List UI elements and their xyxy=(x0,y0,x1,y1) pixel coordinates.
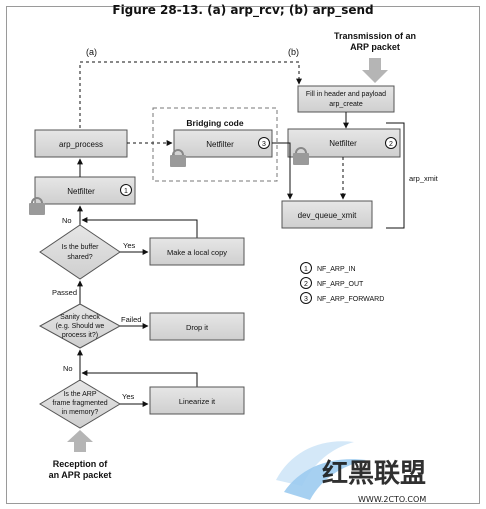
netfilter-tx-badge xyxy=(385,137,397,149)
sanity-line2: (e.g. Should we xyxy=(56,323,105,330)
fragmented-line3: in memory? xyxy=(62,409,99,416)
netfilter-bridge-label: Netfilter xyxy=(206,140,234,149)
linearize-it-label: Linearize it xyxy=(179,397,216,406)
reception-label-line1: Reception of xyxy=(53,459,109,469)
sanity-line1: Sanity check xyxy=(60,314,100,321)
arp-xmit-bracket xyxy=(386,122,405,229)
lock-icon xyxy=(29,197,45,215)
dev-queue-xmit-box xyxy=(281,200,373,229)
arp-process-label: arp_process xyxy=(59,140,103,149)
linearize-it-box xyxy=(149,386,245,415)
no-bottom-label: No xyxy=(63,364,73,373)
lock-icon xyxy=(293,147,309,165)
fragmented-line1: Is the ARP xyxy=(63,391,96,398)
lock-icon xyxy=(170,149,186,167)
path-a-label: (a) xyxy=(86,47,97,57)
netfilter-tx-label: Netfilter xyxy=(329,139,357,148)
path-a-to-b-connector xyxy=(79,61,302,128)
buffer-shared-line2: shared? xyxy=(67,254,92,261)
bridge-to-devqueue-arrow xyxy=(272,142,293,200)
legend-num-3: 3 xyxy=(304,296,308,303)
fragmented-decision xyxy=(39,379,121,429)
netfilter-rx-label: Netfilter xyxy=(67,187,95,196)
fill-header-text-line1: Fill in header and payload xyxy=(306,91,386,98)
netfilter-bridge-box xyxy=(173,129,273,158)
fill-header-text-line2: arp_create xyxy=(329,101,363,108)
no-top-label: No xyxy=(62,216,72,225)
netfilter-bridge-badge xyxy=(258,137,270,149)
make-local-copy-box xyxy=(149,237,245,266)
legend-text-1: NF_ARP_IN xyxy=(317,266,356,273)
bridging-code-region xyxy=(152,107,278,182)
transmission-label-line1: Transmission of an xyxy=(334,31,416,41)
buffer-shared-line1: Is the buffer xyxy=(62,244,100,251)
fragmented-line2: frame fragmented xyxy=(52,400,107,407)
watermark-logo: 红黑联盟 WWW.2CTO.COM xyxy=(276,441,426,504)
netfilter-rx-box xyxy=(34,176,136,205)
bridging-code-label: Bridging code xyxy=(186,118,243,128)
passed-label: Passed xyxy=(52,288,77,297)
local-copy-return-arrow xyxy=(81,217,198,238)
sanity-line3: process it?) xyxy=(62,332,98,339)
netfilter-rx-badge-num: 1 xyxy=(124,188,128,195)
watermark-text: 红黑联盟 xyxy=(322,458,426,489)
dev-queue-xmit-label: dev_queue_xmit xyxy=(298,211,357,220)
legend-num-2: 2 xyxy=(304,281,308,288)
failed-label: Failed xyxy=(121,315,141,324)
arp-xmit-label: arp_xmit xyxy=(409,174,439,183)
legend-text-3: NF_ARP_FORWARD xyxy=(317,296,384,303)
legend-badge-3 xyxy=(300,292,312,304)
sanity-check-decision xyxy=(38,303,122,349)
legend-badge-1 xyxy=(300,262,312,274)
drop-it-box xyxy=(149,312,245,341)
yes-fragmented-label: Yes xyxy=(122,392,134,401)
netfilter-bridge-badge-num: 3 xyxy=(262,141,266,148)
figure-title: Figure 28-13. (a) arp_rcv; (b) arp_send xyxy=(112,3,374,17)
transmission-input-arrow xyxy=(362,58,388,83)
watermark-url: WWW.2CTO.COM xyxy=(358,495,426,504)
fill-header-box xyxy=(297,85,395,113)
netfilter-rx-badge xyxy=(120,184,132,196)
legend-badge-2 xyxy=(300,277,312,289)
linearize-return-arrow xyxy=(81,370,198,387)
buffer-shared-decision xyxy=(39,224,121,280)
drop-it-label: Drop it xyxy=(186,323,209,332)
legend-num-1: 1 xyxy=(304,266,308,273)
legend: 1 NF_ARP_IN 2 NF_ARP_OUT 3 NF_ARP_FORWAR… xyxy=(300,262,384,304)
transmission-label-line2: ARP packet xyxy=(350,42,400,52)
legend-text-2: NF_ARP_OUT xyxy=(317,281,364,288)
netfilter-tx-badge-num: 2 xyxy=(389,141,393,148)
yes-shared-label: Yes xyxy=(123,241,135,250)
make-local-copy-label: Make a local copy xyxy=(167,248,227,257)
path-b-label: (b) xyxy=(288,47,299,57)
reception-label-line2: an APR packet xyxy=(49,470,112,480)
reception-input-arrow xyxy=(67,430,93,452)
